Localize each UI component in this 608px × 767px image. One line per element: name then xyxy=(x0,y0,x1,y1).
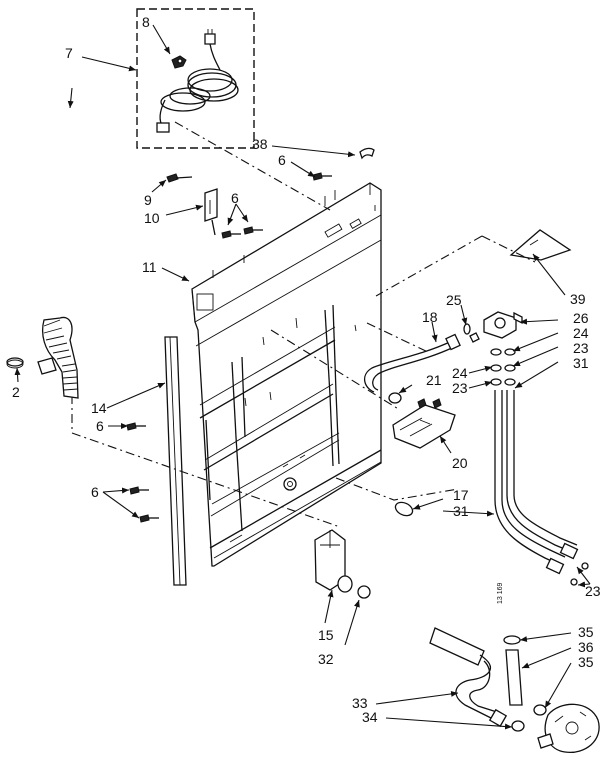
label-15: 15 xyxy=(318,627,334,643)
drain-hose-pump: 13 169 xyxy=(429,582,600,754)
inlet-hose xyxy=(364,333,461,393)
label-39: 39 xyxy=(570,291,586,307)
label-6-lower: 6 xyxy=(91,484,99,500)
inlet-valve xyxy=(463,311,523,386)
power-cord-kit xyxy=(136,8,255,149)
label-35-lower: 35 xyxy=(578,654,594,670)
label-2: 2 xyxy=(12,384,20,400)
code-stamp: 13 169 xyxy=(497,582,504,604)
label-36: 36 xyxy=(578,639,594,655)
label-25: 25 xyxy=(446,292,462,308)
label-24-left: 24 xyxy=(452,365,468,381)
fill-hoses xyxy=(494,390,589,586)
switch-bracket xyxy=(392,398,456,449)
corrugated-hose xyxy=(6,316,79,399)
side-strip xyxy=(164,336,187,586)
label-38: 38 xyxy=(252,136,268,152)
label-14: 14 xyxy=(91,400,107,416)
rear-panel xyxy=(191,182,382,567)
label-20: 20 xyxy=(452,455,468,471)
drain-outlet xyxy=(314,529,371,599)
label-6-top: 6 xyxy=(278,152,286,168)
leader-lines xyxy=(14,24,591,730)
label-18: 18 xyxy=(422,309,438,325)
top-bracket xyxy=(509,229,572,261)
label-31-upper: 31 xyxy=(573,355,589,371)
label-10: 10 xyxy=(144,210,160,226)
label-8: 8 xyxy=(142,14,150,30)
label-32: 32 xyxy=(318,651,334,667)
panel-bracket xyxy=(166,173,218,236)
label-24-upper: 24 xyxy=(573,325,589,341)
label-6-left: 6 xyxy=(96,418,104,434)
label-26: 26 xyxy=(573,310,589,326)
label-6-bracket: 6 xyxy=(231,190,239,206)
label-23-lower: 23 xyxy=(585,583,601,599)
label-33: 33 xyxy=(352,695,368,711)
callout-labels: 7 8 38 6 9 10 6 11 39 25 18 26 24 23 24 … xyxy=(12,14,601,725)
label-23-upper: 23 xyxy=(573,340,589,356)
screws xyxy=(126,147,375,523)
label-31-lower: 31 xyxy=(453,503,469,519)
label-11: 11 xyxy=(142,259,157,275)
label-34: 34 xyxy=(362,709,378,725)
label-17: 17 xyxy=(453,487,469,503)
label-7: 7 xyxy=(65,45,73,61)
label-21: 21 xyxy=(426,372,442,388)
label-35-upper: 35 xyxy=(578,624,594,640)
label-23-left: 23 xyxy=(452,380,468,396)
label-9: 9 xyxy=(144,192,152,208)
